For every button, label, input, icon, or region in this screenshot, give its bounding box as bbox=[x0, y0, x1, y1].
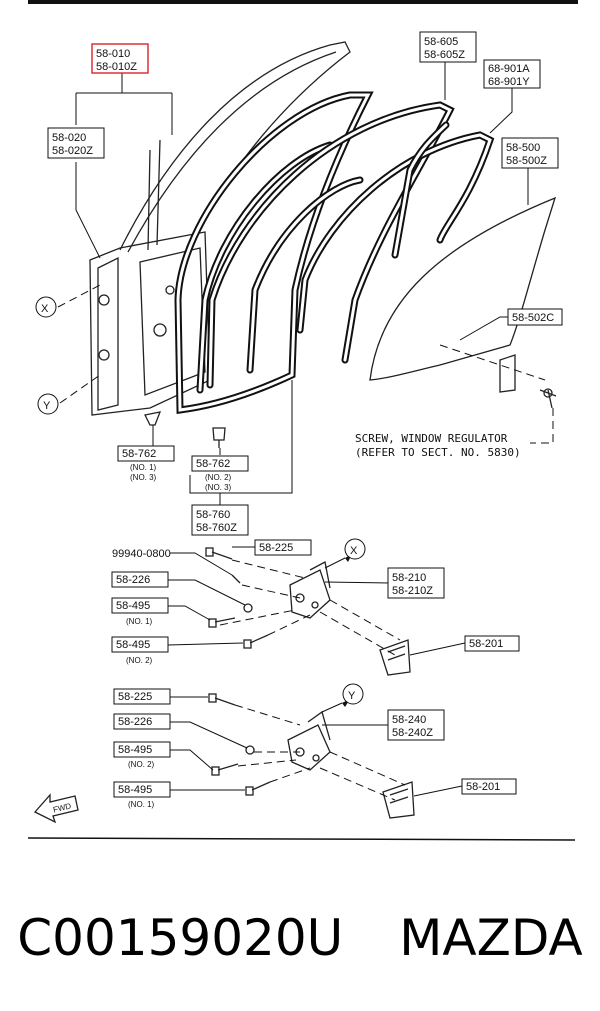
y-bolt-part-number: 58-225 bbox=[118, 691, 152, 703]
highlight-box bbox=[91, 43, 149, 74]
fwd-arrow: FWD bbox=[33, 793, 79, 824]
glass-part-number-z: 58-500Z bbox=[506, 155, 547, 167]
marker-y-door: Y bbox=[37, 393, 59, 415]
y-bolt1-note: (NO. 1) bbox=[128, 800, 155, 809]
caption: C00159020U MAZDA bbox=[0, 898, 600, 978]
screw-note-line-1: SCREW, WINDOW REGULATOR bbox=[355, 432, 508, 445]
marker-x-hinge: X bbox=[350, 545, 358, 557]
top-border bbox=[28, 0, 578, 4]
clip-b-part-number: 58-762 bbox=[196, 458, 230, 470]
run-channel-drawing bbox=[296, 121, 495, 334]
x-bolt2-part-number: 58-495 bbox=[116, 639, 150, 651]
brand-caption: MAZDA bbox=[399, 909, 583, 967]
door-part-number: 58-020 bbox=[52, 132, 86, 144]
x-bolt1-part-number: 58-495 bbox=[116, 600, 150, 612]
label-58-762-a: 58-762 (NO. 1) (NO. 3) bbox=[117, 445, 175, 482]
weatherstrip-part-number-y: 68-901Y bbox=[488, 76, 530, 88]
weatherstrip-part-number: 68-901A bbox=[488, 63, 530, 75]
frame-part-number-z: 58-010Z bbox=[96, 61, 137, 73]
frame-part-number: 58-010 bbox=[96, 48, 130, 60]
label-58-760: 58-760 58-760Z bbox=[191, 504, 249, 536]
x-bolt1-note: (NO. 1) bbox=[126, 617, 153, 626]
hinge-x-drawing bbox=[205, 547, 411, 676]
x-bolt-part-number-long: 99940-0800 bbox=[112, 548, 171, 560]
label-58-605: 58-605 58-605Z bbox=[419, 31, 477, 63]
label-58-020: 58-020 58-020Z bbox=[47, 127, 105, 159]
seal-part-number-z: 58-760Z bbox=[196, 522, 237, 534]
label-68-901: 68-901A 68-901Y bbox=[483, 59, 541, 89]
label-58-762-b: 58-762 (NO. 2) (NO. 3) bbox=[191, 455, 249, 492]
clip-drawings bbox=[144, 411, 226, 448]
glass-part-number: 58-500 bbox=[506, 142, 540, 154]
y-shim-part-number: 58-201 bbox=[466, 781, 500, 793]
runchannel-part-number-z: 58-605Z bbox=[424, 49, 465, 61]
y-hinge-part-number-z: 58-240Z bbox=[392, 727, 433, 739]
clip-a-part-number: 58-762 bbox=[122, 448, 156, 460]
label-58-500: 58-500 58-500Z bbox=[501, 137, 559, 169]
fwd-text: FWD bbox=[52, 801, 72, 814]
y-washer-part-number: 58-226 bbox=[118, 716, 152, 728]
clip-b-note-2: (NO. 3) bbox=[205, 483, 232, 492]
x-hinge-part-number-z: 58-210Z bbox=[392, 585, 433, 597]
clip-a-note-2: (NO. 3) bbox=[130, 473, 157, 482]
door-exploded-diagram: 58-010 58-010Z 58-020 58-020Z 58-605 58-… bbox=[27, 0, 578, 841]
door-glass-drawing bbox=[369, 196, 557, 409]
label-58-010: 58-010 58-010Z bbox=[91, 43, 149, 74]
clip-b-note-1: (NO. 2) bbox=[205, 473, 232, 482]
seal-part-number: 58-760 bbox=[196, 509, 230, 521]
hinge-y-leaders bbox=[170, 696, 463, 801]
x-hinge-part-number: 58-210 bbox=[392, 572, 426, 584]
hinge-y-drawing bbox=[208, 693, 415, 819]
y-bolt1-part-number: 58-495 bbox=[118, 784, 152, 796]
bottom-divider bbox=[27, 837, 576, 841]
x-bolt2-note: (NO. 2) bbox=[126, 656, 153, 665]
runchannel-part-number: 58-605 bbox=[424, 36, 458, 48]
hinge-x-labels: 99940-0800 58-225 58-226 58-495 (NO. 1) … bbox=[111, 538, 520, 665]
label-58-502C: 58-502C bbox=[507, 308, 563, 326]
x-bolt-part-number: 58-225 bbox=[259, 542, 293, 554]
marker-y-hinge: Y bbox=[348, 690, 356, 702]
y-hinge-part-number: 58-240 bbox=[392, 714, 426, 726]
glass-bracket-part-number: 58-502C bbox=[512, 312, 554, 324]
x-washer-part-number: 58-226 bbox=[116, 574, 150, 586]
hinge-y-labels: 58-225 58-226 58-495 (NO. 2) 58-495 (NO.… bbox=[113, 683, 517, 809]
x-shim-part-number: 58-201 bbox=[469, 638, 503, 650]
marker-x-door: X bbox=[35, 296, 57, 318]
screw-note-line-2: (REFER TO SECT. NO. 5830) bbox=[355, 446, 521, 459]
inner-frame-weatherstrip-drawing bbox=[206, 101, 455, 389]
y-bolt2-part-number: 58-495 bbox=[118, 744, 152, 756]
marker-x-text: X bbox=[41, 303, 49, 315]
upper-leader-lines bbox=[57, 62, 554, 505]
clip-a-note-1: (NO. 1) bbox=[130, 463, 157, 472]
hinge-x-leaders bbox=[167, 546, 466, 656]
marker-y-text: Y bbox=[43, 400, 51, 412]
y-bolt2-note: (NO. 2) bbox=[128, 760, 155, 769]
door-part-number-z: 58-020Z bbox=[52, 145, 93, 157]
part-number-caption: C00159020U bbox=[17, 909, 344, 967]
